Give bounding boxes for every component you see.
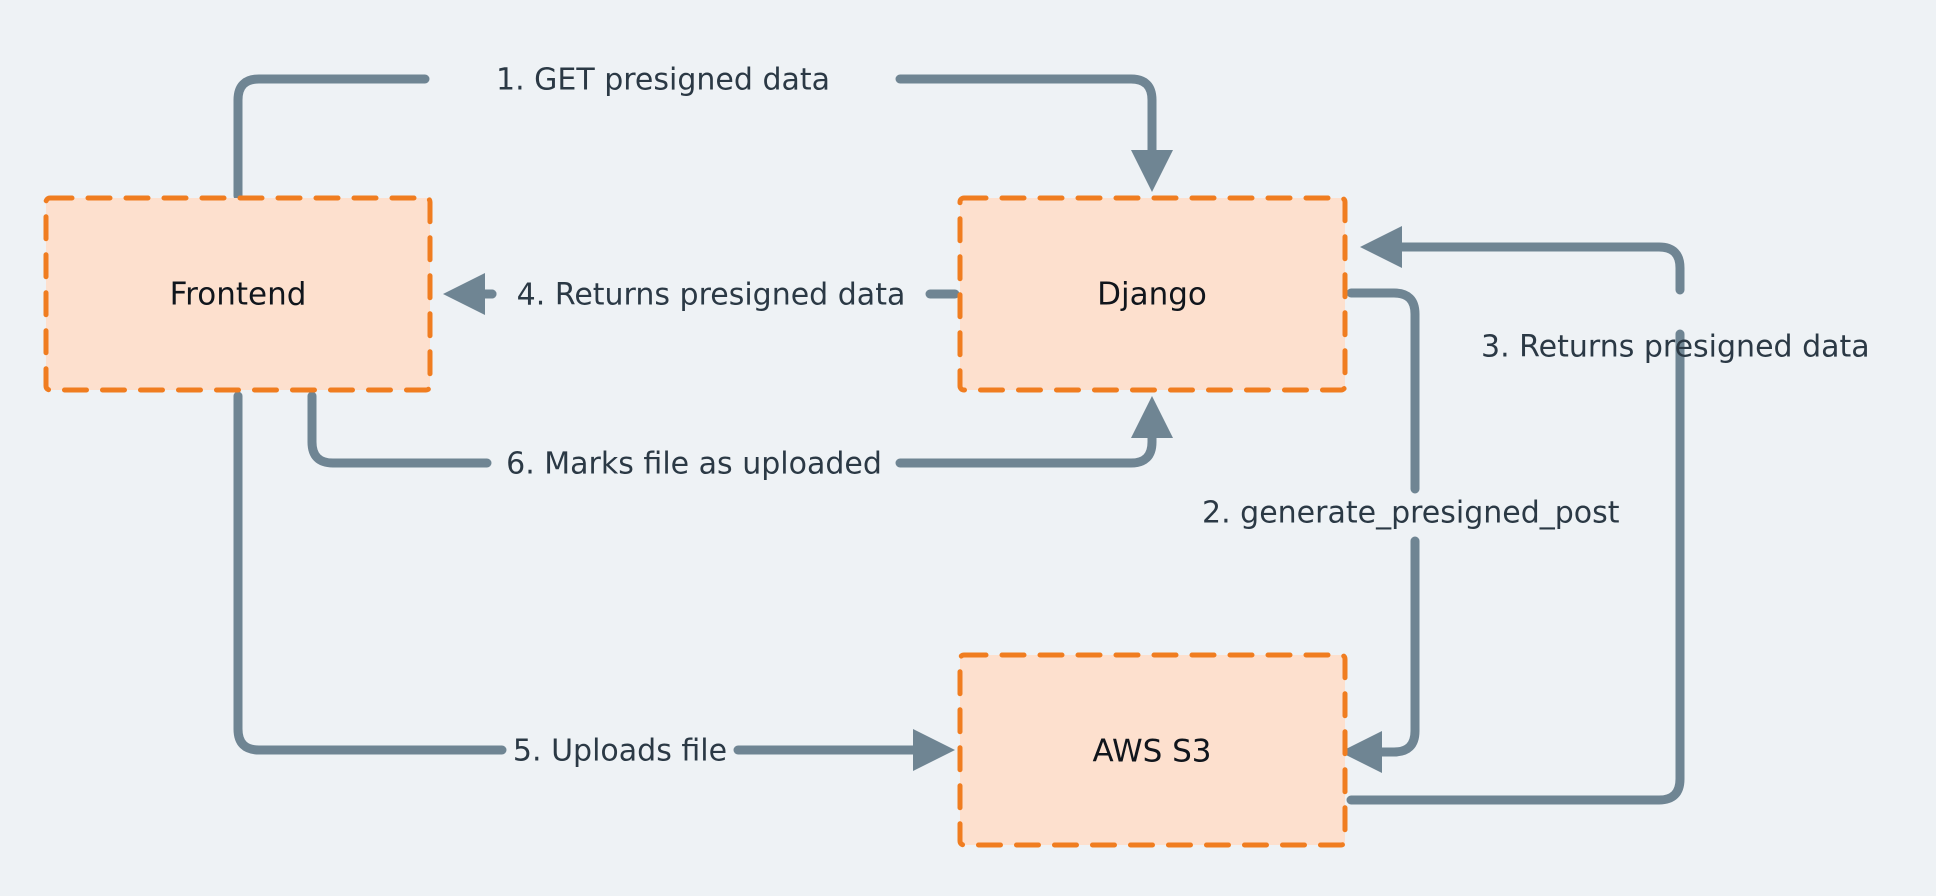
edge-6-line — [307, 391, 492, 468]
edge-2-arrowhead — [1340, 731, 1382, 773]
edge-1-line — [233, 74, 430, 201]
edge-4-label: 4. Returns presigned data — [517, 278, 906, 313]
edge-3-line-2 — [1395, 242, 1685, 295]
node-frontend[interactable]: Frontend — [43, 195, 433, 393]
edge-4-returns-presigned-data — [443, 273, 960, 315]
node-aws-s3-label: AWS S3 — [1092, 734, 1211, 770]
node-django-label: Django — [1097, 277, 1207, 313]
edge-1-label: 1. GET presigned data — [496, 63, 830, 98]
edge-2-generate-presigned-post — [1340, 288, 1420, 773]
node-frontend-box[interactable] — [43, 195, 433, 393]
node-django-box[interactable] — [957, 195, 1348, 393]
edge-3-returns-presigned-data — [1346, 226, 1685, 805]
edge-5-uploads-file — [233, 391, 955, 771]
edge-2-line-2 — [1375, 536, 1420, 757]
node-frontend-label: Frontend — [170, 277, 307, 313]
edge-3-line — [1346, 329, 1685, 805]
edge-1-get-presigned-data — [233, 74, 1173, 201]
node-aws-s3[interactable]: AWS S3 — [957, 652, 1348, 848]
edge-3-label: 3. Returns presigned data — [1481, 330, 1870, 365]
node-django[interactable]: Django — [957, 195, 1348, 393]
edge-5-label: 5. Uploads file — [513, 734, 727, 769]
edge-3-arrowhead — [1360, 226, 1402, 268]
edge-4-arrowhead — [443, 273, 485, 315]
edge-6-arrowhead — [1131, 396, 1173, 438]
node-aws-s3-box[interactable] — [957, 652, 1348, 848]
edge-2-line — [1346, 288, 1420, 494]
edge-6-label: 6. Marks file as uploaded — [506, 447, 882, 482]
edge-5-line — [233, 391, 507, 755]
edge-1-arrowhead — [1131, 150, 1173, 192]
edge-6-marks-file-as-uploaded — [307, 391, 1173, 468]
edge-1-line-2 — [895, 74, 1157, 157]
edge-2-label: 2. generate_presigned_post — [1202, 496, 1620, 531]
edge-6-line-2 — [895, 431, 1157, 468]
edge-5-arrowhead — [913, 729, 955, 771]
